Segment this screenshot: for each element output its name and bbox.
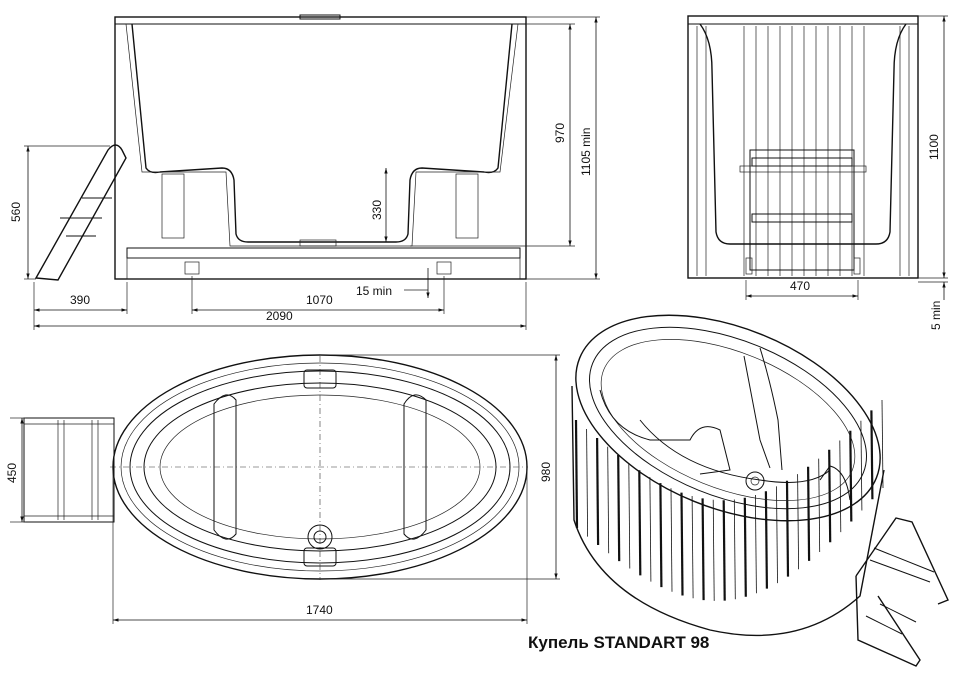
dim-470: 470: [790, 279, 810, 293]
iso-stave: [755, 494, 757, 594]
iso-stave: [828, 449, 832, 543]
iso-stave: [701, 498, 705, 601]
front-base: [126, 247, 521, 259]
iso-stave: [617, 454, 621, 562]
iso-stave: [743, 497, 747, 597]
iso-rim: [575, 314, 881, 522]
dim-1070: 1070: [306, 293, 333, 307]
iso-ladder: [855, 517, 949, 667]
dim-1105min: 1105 min: [579, 128, 593, 176]
iso-stave: [849, 430, 853, 522]
side-staves: [696, 26, 910, 276]
iso-stave: [596, 437, 600, 546]
iso-drain: [745, 471, 765, 491]
top-seat-right: [403, 394, 427, 540]
iso-stave: [776, 486, 778, 584]
front-ladder: [34, 144, 127, 281]
iso-stave: [659, 483, 663, 588]
front-tub-profile: [131, 23, 513, 243]
dim-15min: 15 min: [356, 284, 392, 298]
iso-stave: [586, 428, 588, 537]
iso-stave: [839, 440, 842, 533]
dim-390: 390: [70, 293, 90, 307]
front-view: 560 390 1070 15 min 2090 330 970 1105 mi…: [9, 14, 600, 330]
iso-stave: [733, 499, 736, 600]
side-view: 1100 470 5 min: [687, 15, 948, 330]
dim-450: 450: [5, 463, 19, 483]
dim-970: 970: [553, 123, 567, 143]
iso-stave: [638, 470, 642, 576]
dim-5min: 5 min: [929, 301, 943, 330]
iso-stave: [881, 399, 884, 489]
iso-stave: [670, 488, 673, 592]
iso-stave: [785, 480, 790, 577]
dim-560: 560: [9, 202, 23, 222]
top-view: 450 980 1740: [5, 354, 560, 624]
dim-980: 980: [539, 462, 553, 482]
iso-staves: [574, 399, 884, 601]
top-step: [23, 417, 115, 523]
iso-view: [571, 314, 949, 667]
side-tub-profile: [699, 23, 907, 245]
top-seat-left: [213, 394, 237, 540]
side-barrel-outline: [687, 15, 919, 279]
iso-barrel-body: [571, 385, 885, 637]
iso-stave: [691, 495, 694, 599]
product-title: Купель STANDART 98: [528, 633, 709, 652]
iso-stave: [680, 492, 684, 596]
iso-stave: [722, 500, 726, 601]
iso-stave: [860, 420, 863, 511]
dim-1100: 1100: [927, 134, 941, 160]
iso-stave: [712, 499, 715, 601]
dim-2090: 2090: [266, 309, 293, 323]
iso-stave: [807, 466, 811, 561]
iso-stave: [574, 419, 579, 529]
iso-stave: [649, 477, 652, 582]
iso-stave: [628, 462, 631, 569]
iso-stave: [797, 474, 799, 570]
side-ladder: [739, 149, 867, 275]
iso-stave: [607, 446, 610, 554]
dim-1740: 1740: [306, 603, 333, 617]
dim-330: 330: [370, 200, 384, 220]
iso-stave: [764, 491, 768, 589]
